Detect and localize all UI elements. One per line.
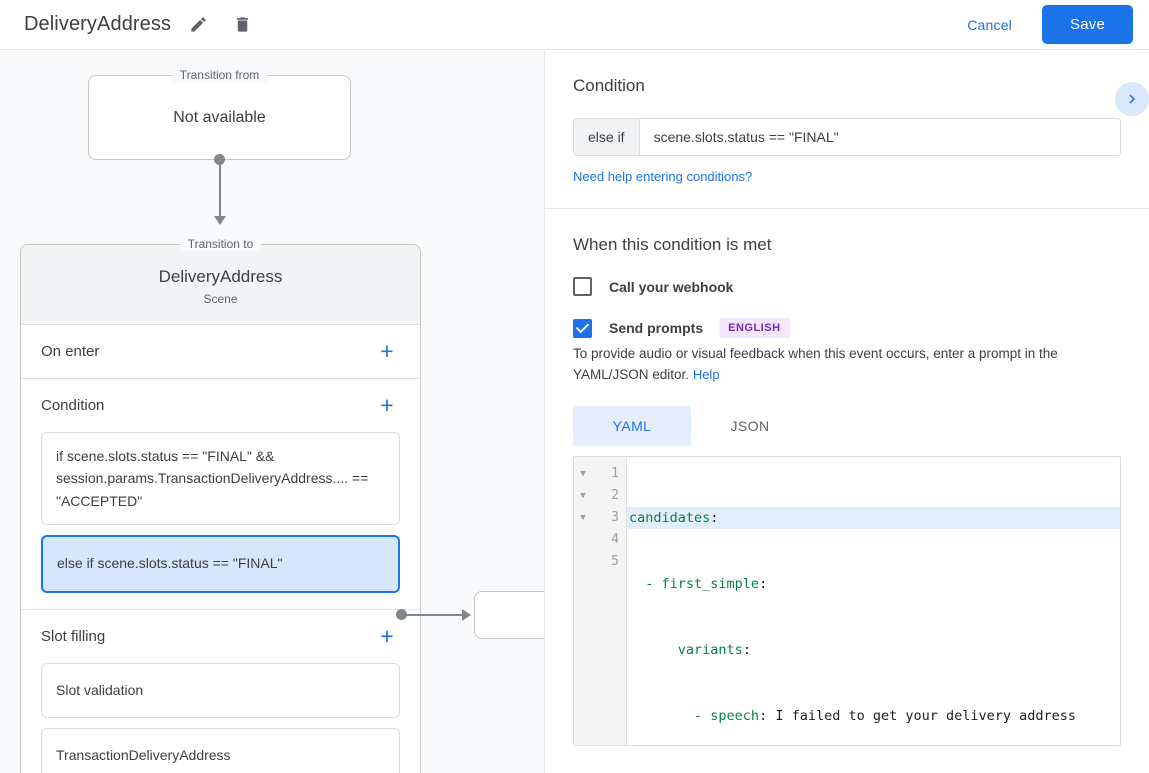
scene-graph-panel: Transition from Not available Transition…	[0, 50, 545, 773]
code-value: I failed to get your delivery address	[767, 707, 1077, 724]
code-line: variants:	[627, 639, 1120, 661]
gutter-line: ▼3	[574, 507, 626, 529]
section-slot-filling: Slot filling + Slot validation Transacti…	[21, 610, 420, 773]
fold-arrow-icon[interactable]: ▼	[580, 468, 586, 479]
transition-from-value: Not available	[173, 108, 266, 126]
when-condition-met-section: When this condition is met Call your web…	[545, 209, 1149, 768]
detail-panel: Condition else if Need help entering con…	[545, 50, 1149, 773]
condition-help-row: Need help entering conditions?	[573, 168, 1121, 186]
fold-arrow-icon[interactable]: ▼	[580, 490, 586, 501]
webhook-label: Call your webhook	[609, 278, 734, 295]
section-slot-filling-header: Slot filling +	[41, 610, 400, 663]
cancel-button[interactable]: Cancel	[953, 8, 1026, 42]
section-condition: Condition + if scene.slots.status == "FI…	[21, 379, 420, 610]
condition-prefix-label: else if	[574, 119, 640, 155]
code-indent	[629, 708, 694, 724]
line-number: 4	[611, 531, 619, 547]
webhook-checkbox[interactable]	[573, 277, 592, 296]
connector-arrow-down	[214, 216, 226, 225]
transition-to-node: Transition to DeliveryAddress Scene On e…	[20, 237, 421, 773]
connector-dot-condition	[396, 609, 407, 620]
code-indent	[629, 576, 645, 592]
tab-yaml[interactable]: YAML	[573, 405, 691, 446]
code-colon: :	[759, 707, 768, 724]
code-key: candidates	[629, 509, 711, 526]
connector-arrow-right	[462, 609, 471, 621]
page-title: DeliveryAddress	[24, 13, 172, 35]
send-prompts-help-link[interactable]: Help	[692, 366, 720, 382]
editor-code-area[interactable]: candidates: - first_simple: variants: - …	[627, 457, 1120, 745]
condition-input-group: else if	[573, 118, 1121, 156]
main-body: Transition from Not available Transition…	[0, 50, 1149, 773]
code-colon: :	[742, 641, 751, 658]
language-badge: ENGLISH	[719, 318, 790, 338]
gutter-line: ▼2	[574, 485, 626, 507]
line-number: 5	[611, 553, 619, 569]
slot-filling-item[interactable]: TransactionDeliveryAddress	[41, 728, 400, 773]
detail-condition-heading: Condition	[573, 76, 645, 95]
save-button[interactable]: Save	[1042, 5, 1133, 44]
trash-icon[interactable]	[225, 8, 259, 42]
section-slot-filling-title: Slot filling	[41, 627, 106, 645]
webhook-checkbox-row[interactable]: Call your webhook	[573, 277, 1121, 296]
section-condition-header: Condition +	[41, 379, 400, 432]
gutter-line: 4	[574, 529, 626, 551]
connector-line-horizontal	[402, 614, 464, 616]
section-on-enter-header: On enter +	[41, 325, 400, 378]
add-condition-button[interactable]: +	[380, 392, 394, 418]
prompt-code-editor[interactable]: ▼1 ▼2 ▼3 4 5 candidates: - first_simple:…	[573, 455, 1121, 746]
add-slot-filling-button[interactable]: +	[380, 622, 394, 649]
gutter-line: 5	[574, 551, 626, 573]
connector-dot-from	[214, 154, 225, 165]
line-number: 2	[611, 487, 619, 503]
condition-help-link[interactable]: Need help entering conditions?	[573, 169, 753, 184]
tab-json[interactable]: JSON	[730, 417, 770, 434]
condition-item[interactable]: if scene.slots.status == "FINAL" && sess…	[41, 432, 400, 526]
code-line: - speech: I failed to get your delivery …	[627, 705, 1120, 727]
editor-format-tabs: YAML JSON	[573, 405, 1121, 446]
gutter-line: ▼1	[574, 463, 626, 485]
section-condition-title: Condition	[41, 397, 105, 414]
code-line: - first_simple:	[627, 573, 1120, 595]
send-prompts-checkbox-row[interactable]: Send prompts ENGLISH	[573, 318, 1121, 338]
code-key: - speech	[694, 707, 760, 724]
condition-expression-input[interactable]	[639, 119, 1120, 155]
send-prompts-description-text: To provide audio or visual feedback when…	[573, 346, 1058, 382]
fold-arrow-icon[interactable]: ▼	[580, 512, 586, 523]
transition-from-node[interactable]: Transition from Not available	[88, 68, 351, 160]
chevron-right-icon[interactable]	[1115, 82, 1149, 116]
code-key: variants	[677, 641, 743, 658]
when-condition-met-heading: When this condition is met	[573, 235, 772, 254]
edit-pencil-icon[interactable]	[181, 8, 215, 42]
target-node-partial[interactable]	[474, 591, 544, 639]
code-colon: :	[759, 575, 768, 592]
add-on-enter-button[interactable]: +	[380, 338, 394, 364]
slot-filling-item[interactable]: Slot validation	[41, 662, 400, 719]
condition-item-selected[interactable]: else if scene.slots.status == "FINAL"	[41, 535, 400, 593]
line-number: 1	[611, 465, 619, 481]
code-line: candidates:	[627, 506, 1120, 529]
transition-to-subtitle: Scene	[203, 292, 238, 306]
graph-canvas: Transition from Not available Transition…	[0, 50, 544, 773]
code-colon: :	[710, 509, 719, 526]
app-header: DeliveryAddress Cancel Save	[0, 0, 1149, 50]
send-prompts-checkbox[interactable]	[573, 318, 592, 338]
detail-condition-section: Condition else if Need help entering con…	[545, 50, 1149, 209]
editor-gutter: ▼1 ▼2 ▼3 4 5	[574, 456, 627, 745]
transition-to-header[interactable]: DeliveryAddress Scene	[21, 245, 420, 325]
transition-to-title: DeliveryAddress	[158, 267, 283, 286]
transition-to-legend: Transition to	[179, 237, 262, 251]
section-on-enter: On enter +	[21, 325, 420, 379]
section-on-enter-title: On enter	[41, 343, 100, 360]
code-indent	[629, 642, 678, 658]
transition-from-legend: Transition from	[171, 68, 268, 82]
send-prompts-label: Send prompts	[609, 320, 704, 336]
send-prompts-description: To provide audio or visual feedback when…	[573, 344, 1121, 386]
line-number: 3	[611, 509, 619, 525]
connector-line-vertical	[219, 160, 221, 218]
code-key: - first_simple	[645, 575, 760, 592]
